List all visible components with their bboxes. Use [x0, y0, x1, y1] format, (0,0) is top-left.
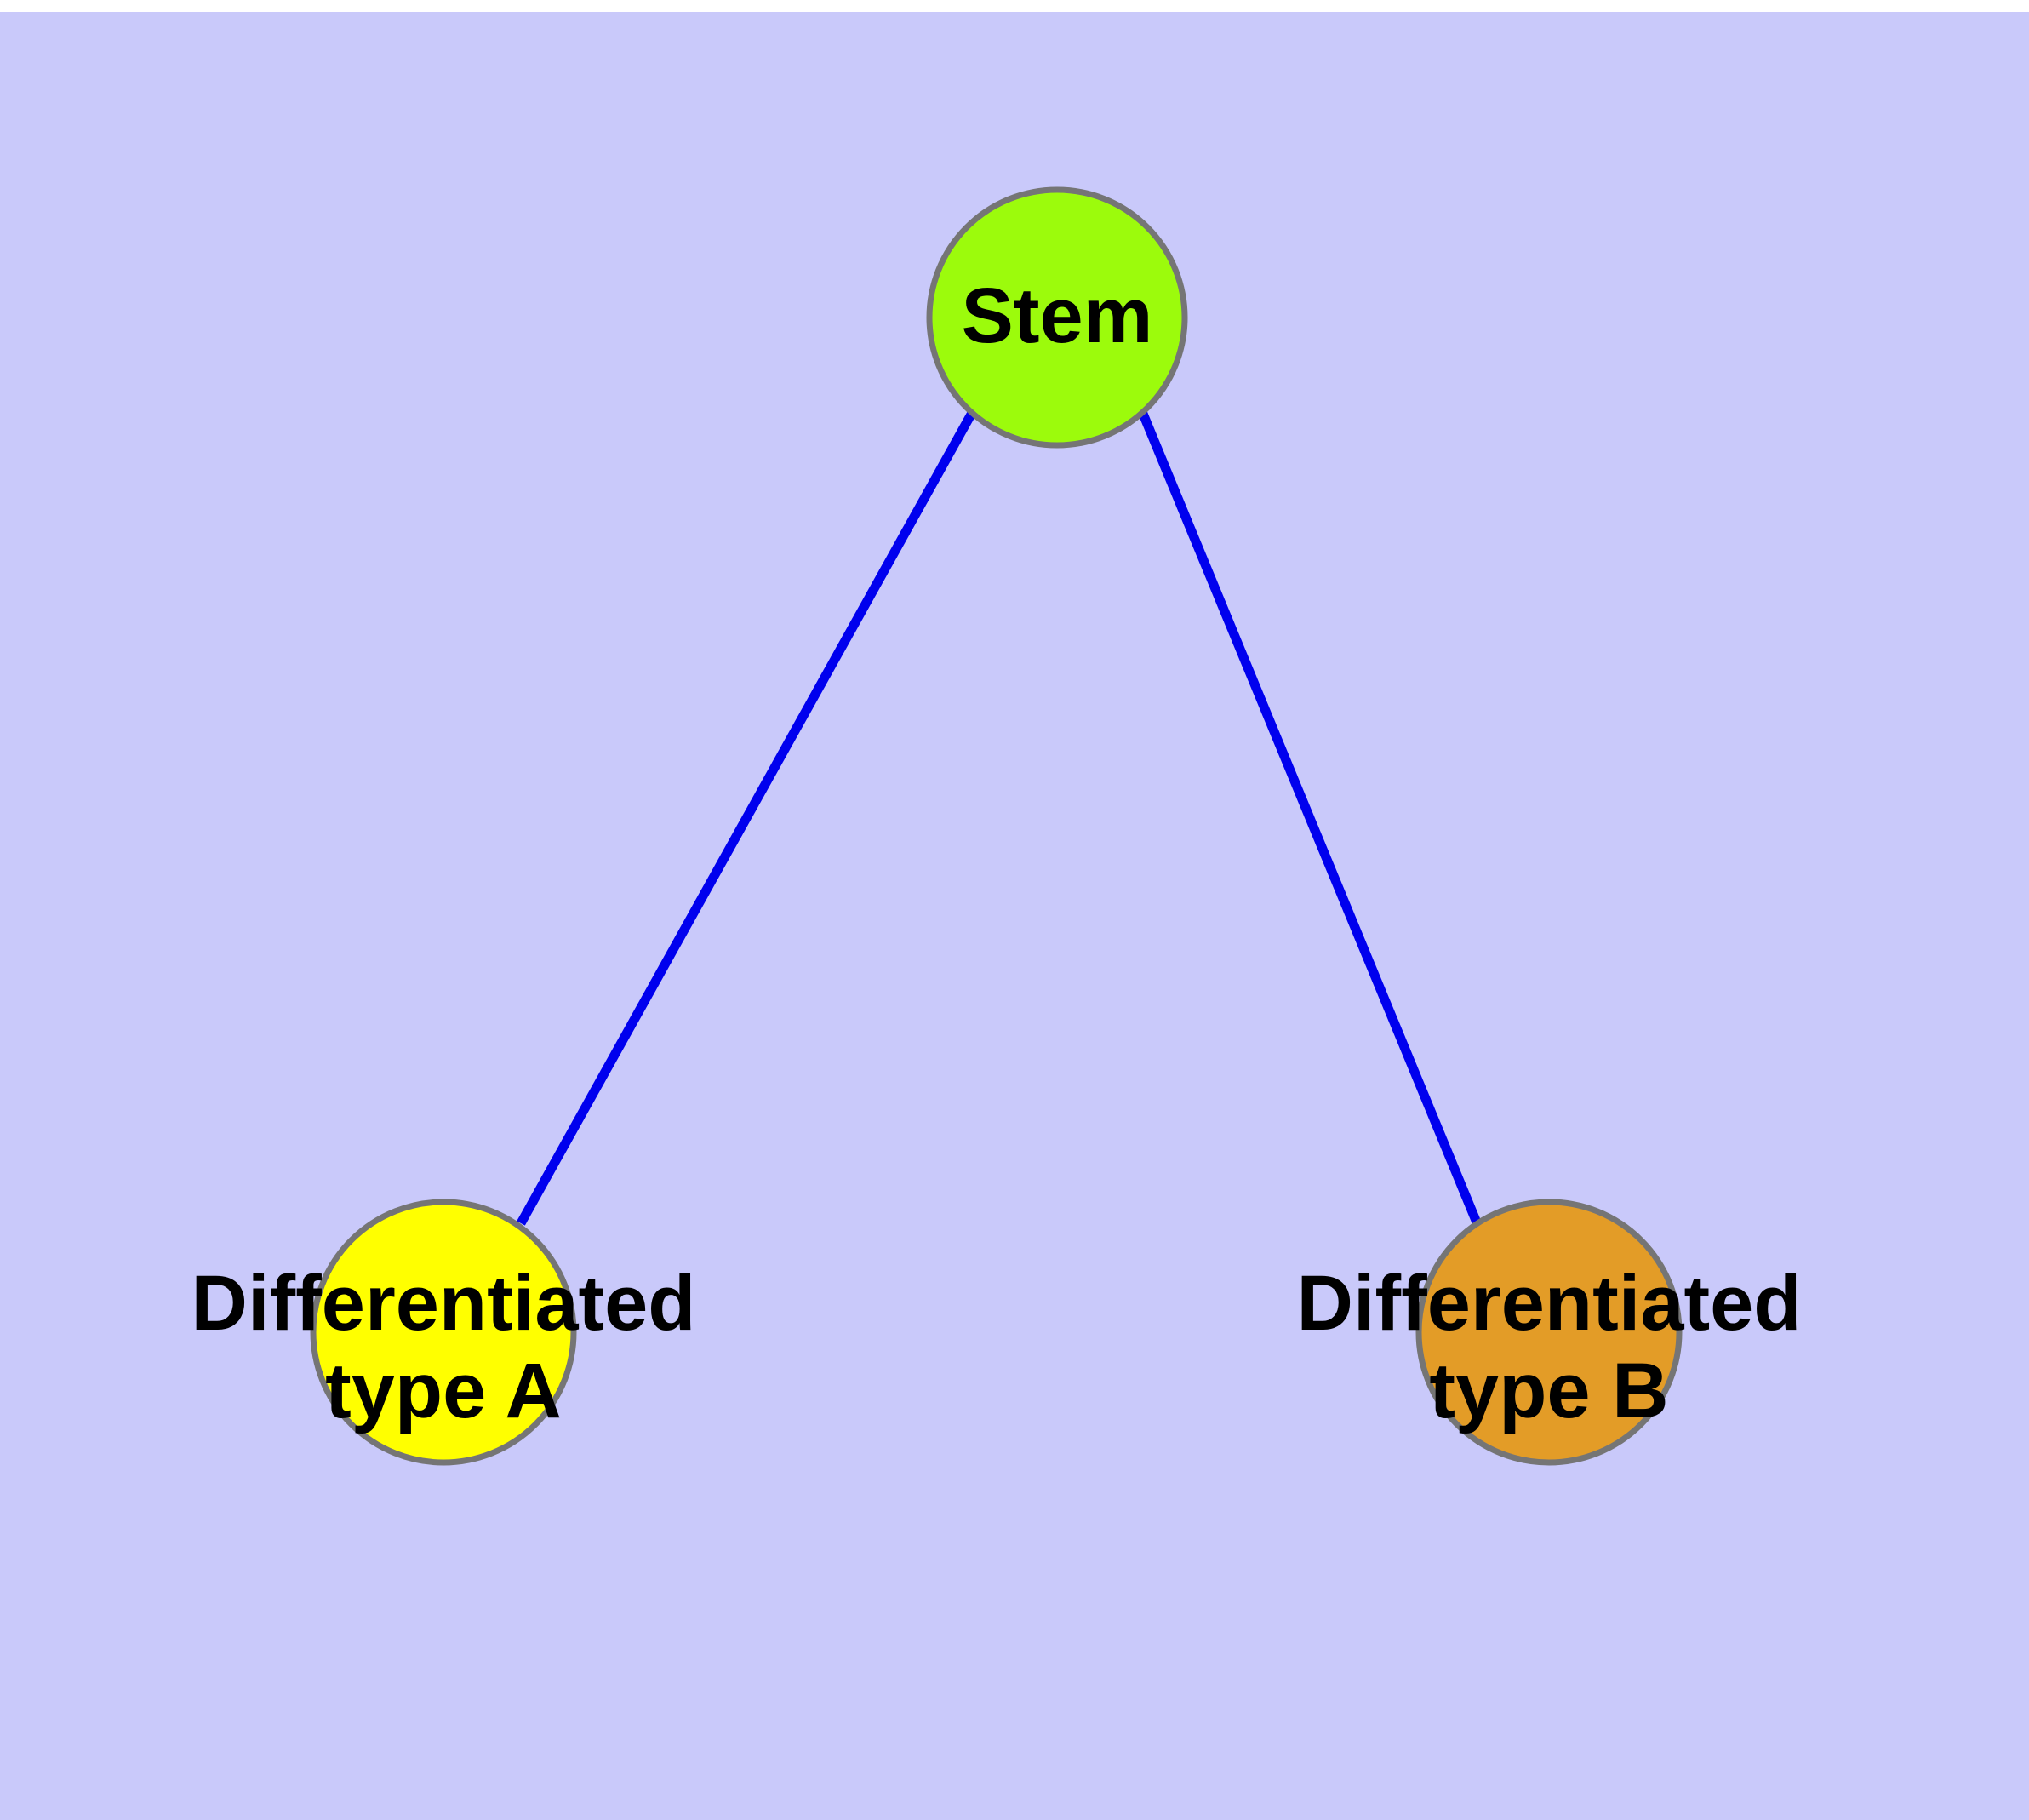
node-label-differentiated-type-a-line2: type A [325, 1348, 562, 1434]
node-layer [310, 186, 1683, 1466]
node-label-differentiated-type-b-line2: type B [1429, 1348, 1668, 1434]
edge-stem-to-differentiated-type-a[interactable] [517, 410, 976, 1226]
edge-layer [517, 410, 1482, 1226]
label-layer: Stem Differentiated type A Differentiate… [191, 272, 1802, 1434]
node-differentiated-type-b[interactable] [1415, 1199, 1683, 1466]
node-label-differentiated-type-b-line1: Differentiated [1297, 1260, 1802, 1347]
edge-stem-to-differentiated-type-b[interactable] [1138, 411, 1482, 1225]
node-differentiated-type-a[interactable] [310, 1199, 577, 1466]
node-stem[interactable] [926, 186, 1188, 449]
node-label-stem: Stem [962, 272, 1153, 359]
node-label-differentiated-type-a-line1: Differentiated [191, 1260, 696, 1347]
